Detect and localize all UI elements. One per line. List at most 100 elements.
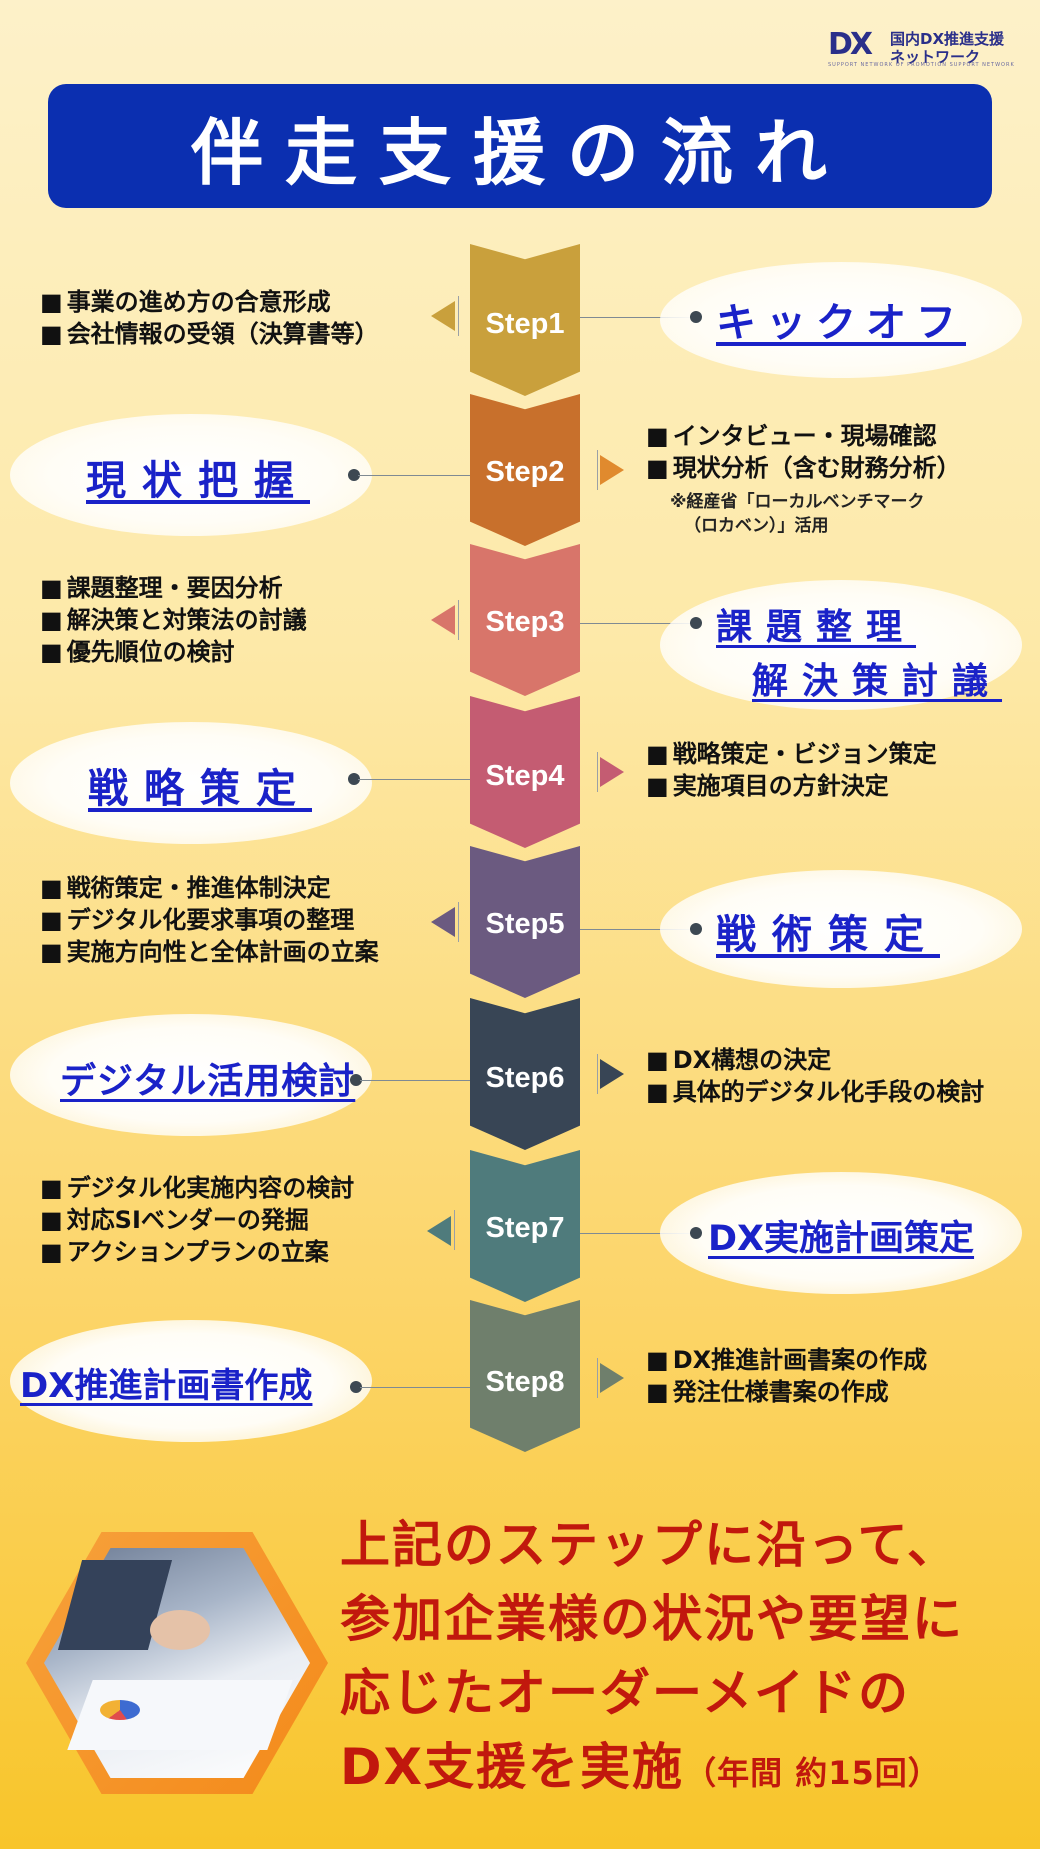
list-item: DX推進計画書案の作成 [646,1344,927,1376]
summary-line-4-main: DX支援を実施 [340,1738,685,1796]
step-6-connector [360,1080,470,1081]
step-6-dot [350,1074,362,1086]
step-4-label: Step4 [485,760,565,792]
step-6-pointer-tick [597,1054,598,1094]
step-8-title-bubble [10,1320,372,1442]
step-7-dot [690,1227,702,1239]
summary-text: 上記のステップに沿って、 参加企業様の状況や要望に 応じたオーダーメイドの DX… [340,1508,964,1810]
summary-line-1: 上記のステップに沿って、 [340,1516,959,1574]
step-1-chevron [470,244,580,396]
step-1-connector [580,317,696,318]
list-item: 現状分析（含む財務分析） [646,452,961,484]
photo-desk-shape [67,1680,293,1750]
step-7-title: DX実施計画策定 [708,1219,975,1259]
step-4-pointer-right [600,757,624,787]
step-4-dot [348,773,360,785]
step-8-items: DX推進計画書案の作成 発注仕様書案の作成 [646,1344,927,1408]
step-1-title-bubble [660,262,1022,378]
step-2-items: インタビュー・現場確認 現状分析（含む財務分析） [646,420,961,484]
step-2-chevron [470,394,580,546]
step-8-label: Step8 [485,1366,565,1398]
step-8-pointer-right [600,1363,624,1393]
step-2-connector [358,475,470,476]
step-2: Step2 [470,394,580,546]
step-4: Step4 [470,696,580,848]
step-8-title: DX推進計画書作成 [20,1366,313,1406]
step-5-title-bubble [660,870,1022,988]
step-1-label: Step1 [485,308,565,340]
step-3-title-line1: 課題整理 [716,607,917,648]
step-3-title-line2: 解決策討議 [752,661,1003,702]
step-4-title-bubble [10,722,372,844]
list-item: DX構想の決定 [646,1044,984,1076]
list-item: 実施項目の方針決定 [646,770,937,802]
step-5: Step5 [470,846,580,998]
step-4-chevron [470,696,580,848]
step-1-items: 事業の進め方の合意形成 会社情報の受領（決算書等） [40,286,379,350]
list-item: デジタル化要求事項の整理 [40,904,379,936]
step-3-title-bubble [660,580,1022,710]
step-7-label: Step7 [485,1212,565,1244]
step-6-label: Step6 [485,1062,565,1094]
step-2-title: 現状把握 [86,458,310,504]
step-1: Step1 [470,244,580,396]
page-title: 伴走支援の流れ [190,110,849,195]
step-1-title: キックオフ [716,300,966,346]
note-line: ※経産省「ローカルベンチマーク [670,492,925,512]
step-1-pointer-left [431,301,455,331]
step-2-note: ※経産省「ローカルベンチマーク （ロカベン）」活用 [670,490,925,538]
list-item: 発注仕様書案の作成 [646,1376,927,1408]
step-6-chevron [470,998,580,1150]
step-5-items: 戦術策定・推進体制決定 デジタル化要求事項の整理 実施方向性と全体計画の立案 [40,872,379,968]
step-6-title-bubble [10,1014,372,1136]
logo-subtext: SUPPORT NETWORK OF PROMOTION SUPPORT NET… [828,62,1015,68]
step-8-connector [360,1387,470,1388]
step-5-pointer-left [431,907,455,937]
photo-hand-shape [150,1610,210,1650]
step-5-pointer-tick [458,902,459,942]
step-6: Step6 [470,998,580,1150]
step-7-chevron [470,1150,580,1302]
step-7-items: デジタル化実施内容の検討 対応SIベンダーの発掘 アクションプランの立案 [40,1172,355,1268]
note-line: （ロカベン）」活用 [684,516,829,536]
step-4-title: 戦略策定 [88,766,312,812]
step-7-pointer-left [427,1216,451,1246]
step-5-label: Step5 [485,908,565,940]
step-7: Step7 [470,1150,580,1302]
step-2-dot [348,469,360,481]
step-5-connector [580,929,696,930]
list-item: デジタル化実施内容の検討 [40,1172,355,1204]
step-3-chevron [470,544,580,696]
step-8-dot [350,1381,362,1393]
logo-text-line1: 国内DX推進支援 [890,30,1005,48]
list-item: アクションプランの立案 [40,1236,354,1268]
list-item: 優先順位の検討 [40,636,307,668]
step-3-label: Step3 [485,606,565,638]
step-5-dot [690,923,702,935]
logo-mark: DX [828,27,873,62]
step-3: Step3 [470,544,580,696]
step-6-title: デジタル活用検討 [60,1061,356,1102]
photo-piechart-shape [100,1700,140,1720]
step-4-connector [358,779,470,780]
list-item: 戦略策定・ビジョン策定 [646,738,937,770]
summary-line-4-note: （年間 約15回） [684,1754,941,1792]
list-item: 実施方向性と全体計画の立案 [40,936,379,968]
step-2-pointer-right [600,455,624,485]
step-6-items: DX構想の決定 具体的デジタル化手段の検討 [646,1044,985,1108]
summary-line-3: 応じたオーダーメイドの [340,1664,910,1722]
list-item: インタビュー・現場確認 [646,420,961,452]
step-2-pointer-tick [597,450,598,490]
list-item: 対応SIベンダーの発掘 [40,1204,354,1236]
step-1-dot [690,311,702,323]
step-4-pointer-tick [597,752,598,792]
step-5-chevron [470,846,580,998]
step-4-items: 戦略策定・ビジョン策定 実施項目の方針決定 [646,738,937,802]
step-6-pointer-right [600,1059,624,1089]
list-item: 具体的デジタル化手段の検討 [646,1076,985,1108]
step-7-connector [580,1233,696,1234]
step-7-pointer-tick [454,1210,455,1250]
network-logo: DX 国内DX推進支援 ネットワーク SUPPORT NETWORK OF PR… [828,26,1014,70]
summary-line-2: 参加企業様の状況や要望に [340,1590,964,1648]
step-7-title-bubble [660,1172,1022,1294]
